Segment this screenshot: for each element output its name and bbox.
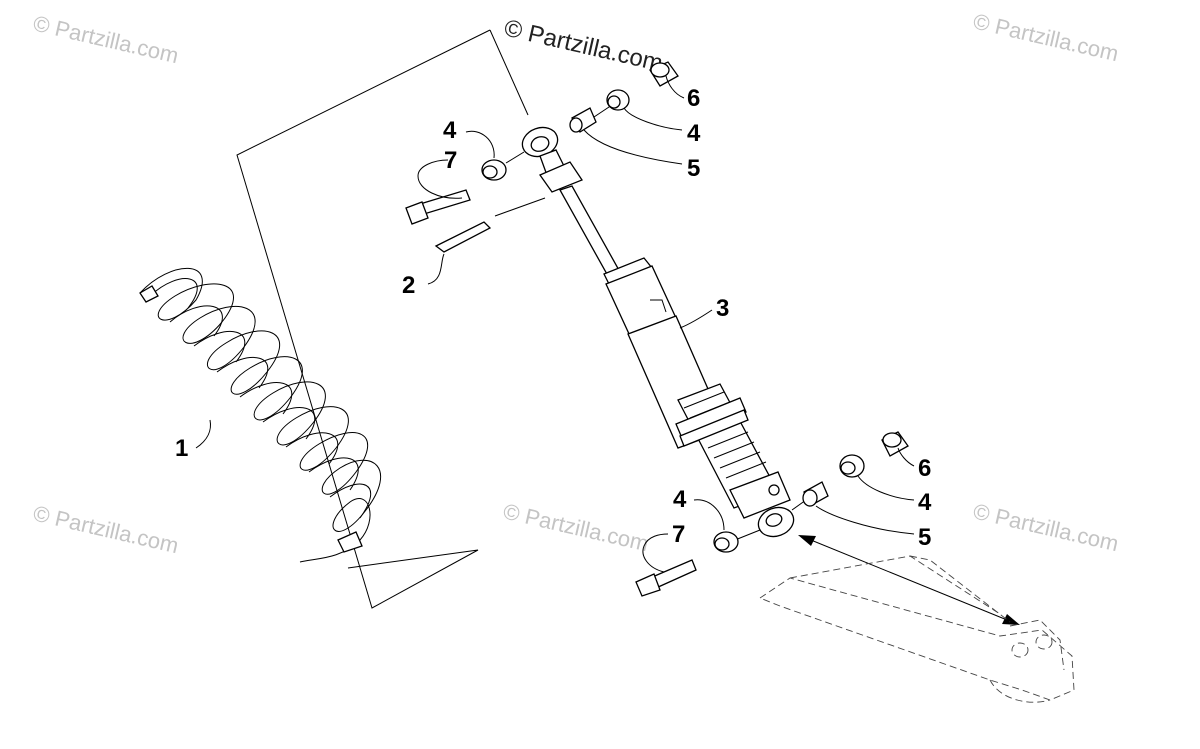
- callout-bolt-top: 7: [444, 147, 457, 174]
- a-arm-ghost: [759, 555, 1075, 703]
- watermark-bottom-left: © Partzilla.com: [31, 501, 181, 559]
- pin: [434, 221, 492, 253]
- callout-bolt-bottom: 7: [672, 521, 685, 548]
- coil-spring: [139, 267, 382, 563]
- washer-bottom-right-leader: [857, 475, 915, 501]
- bushing-bottom-leader: [815, 505, 915, 535]
- callout-nut-top: 6: [687, 85, 700, 112]
- callout-nut-bottom: 6: [918, 455, 931, 482]
- spring-frame-to-shock: [489, 29, 529, 116]
- callout-washer-bottom-left: 4: [673, 486, 687, 513]
- spring-group-frame: [236, 29, 491, 609]
- washer-top-left-leader: [465, 130, 495, 159]
- watermark-bottom-center: © Partzilla.com: [501, 499, 651, 557]
- watermark-top-left: © Partzilla.com: [31, 11, 181, 69]
- watermark-top-right: © Partzilla.com: [971, 9, 1121, 67]
- nut-bottom-leader: [897, 447, 915, 467]
- shock-leader: [679, 309, 713, 329]
- shock-absorber: [521, 126, 795, 538]
- callout-washer-top-right: 4: [687, 120, 701, 147]
- callout-bushing-top: 5: [687, 155, 700, 182]
- bolt-bottom-leader: [642, 533, 669, 573]
- washer-top-right-leader: [623, 107, 683, 131]
- mounting-arrow: [798, 535, 1020, 625]
- watermark-main: © Partzilla.com: [502, 15, 666, 78]
- watermarks: © Partzilla.com © Partzilla.com © Partzi…: [31, 9, 1121, 559]
- washer-bottom-left-leader: [693, 499, 725, 531]
- callout-bushing-bottom: 5: [918, 524, 931, 551]
- callout-washer-top-left: 4: [443, 117, 457, 144]
- callout-washer-bottom-right: 4: [918, 489, 932, 516]
- callout-shock: 3: [716, 295, 729, 322]
- bolt-top: [419, 189, 471, 215]
- pin-leader: [427, 253, 445, 285]
- bottom-hardware: [635, 431, 909, 597]
- top-hardware: [405, 61, 679, 253]
- watermark-bottom-right: © Partzilla.com: [971, 499, 1121, 557]
- callout-spring: 1: [175, 435, 188, 462]
- callout-pin: 2: [402, 272, 415, 299]
- bolt-top-leader: [417, 159, 463, 199]
- bushing-top-leader: [583, 129, 683, 165]
- nut-top-leader: [665, 75, 685, 99]
- spring-leader: [195, 419, 211, 449]
